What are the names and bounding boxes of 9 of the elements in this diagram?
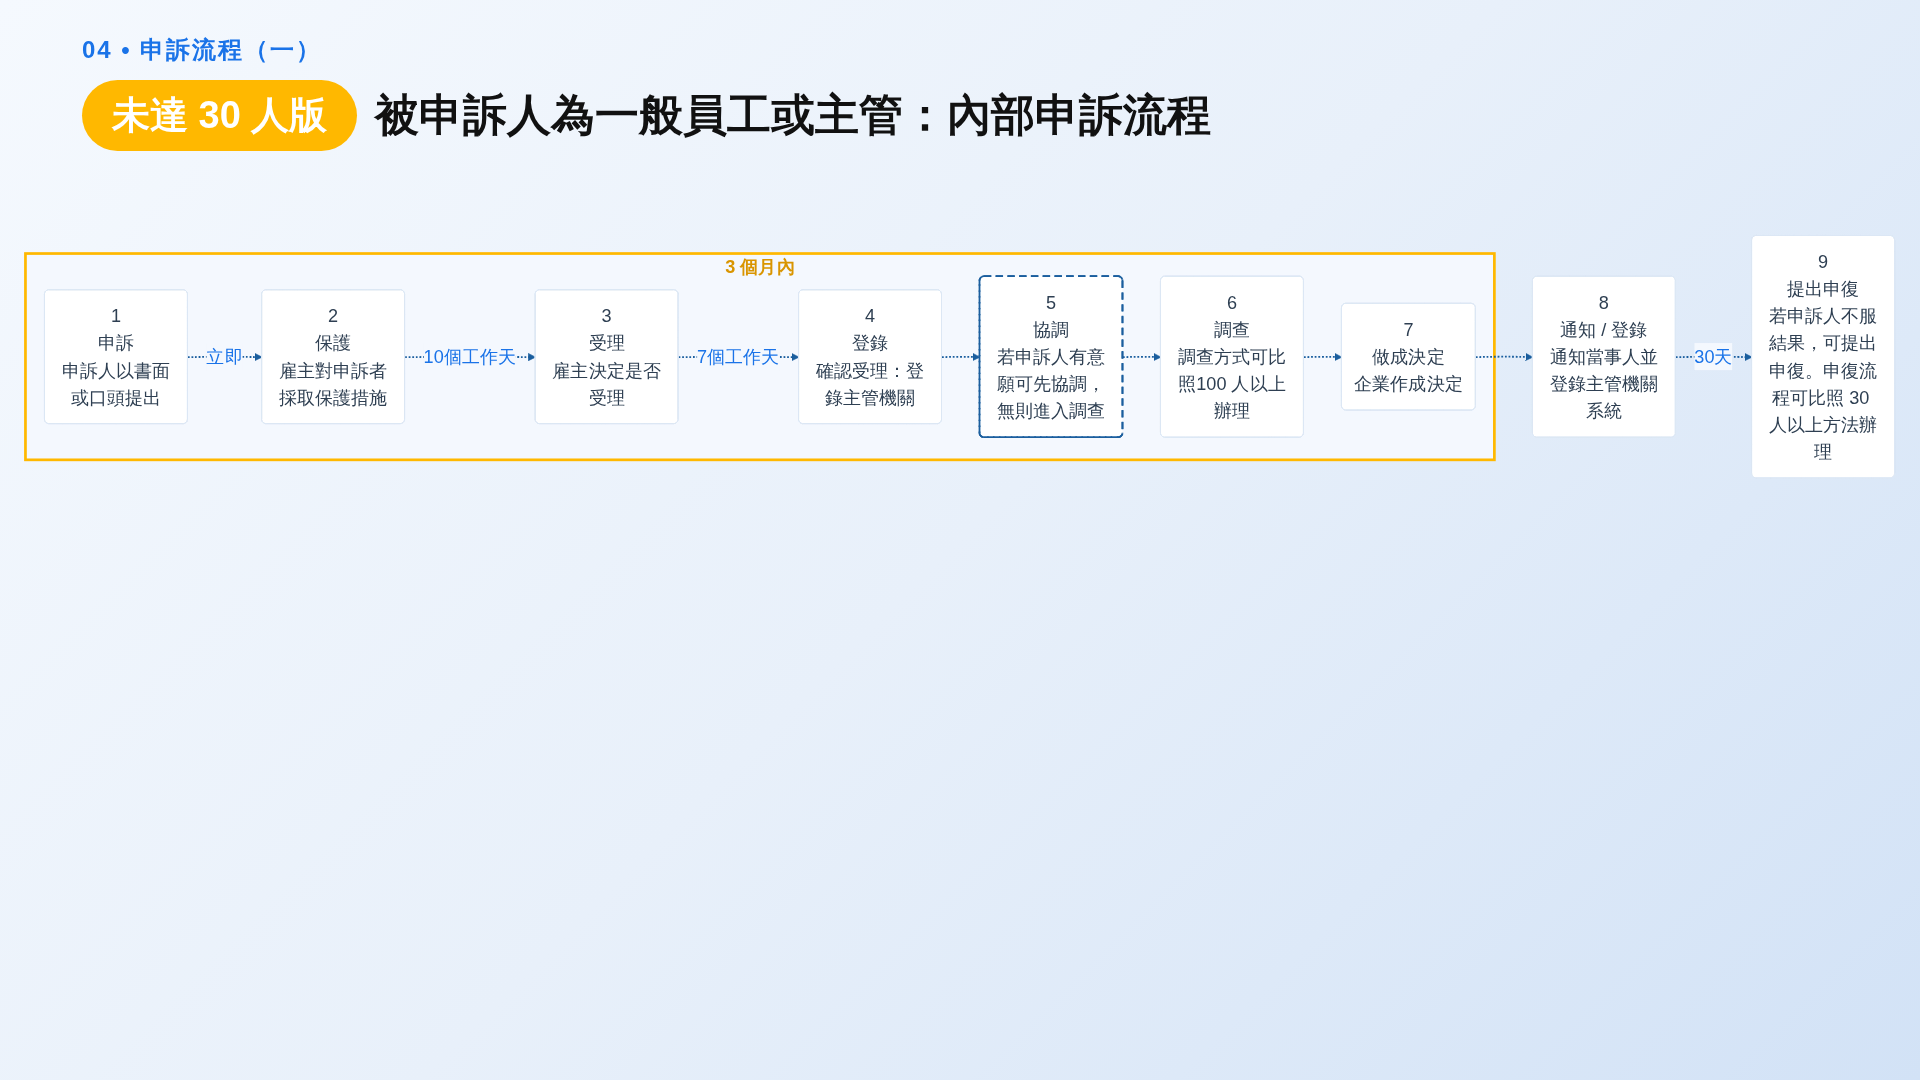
edge-label: 立即 <box>206 346 243 367</box>
arrow <box>1303 353 1343 361</box>
edge-label: 30天 <box>1694 346 1733 367</box>
edge-label: 10個工作天 <box>423 346 517 367</box>
version-badge: 未達 30 人版 <box>82 80 358 151</box>
arrow <box>1474 353 1534 361</box>
page-title: 被申訴人為一般員工或主管：內部申訴流程 <box>375 89 1212 141</box>
edge-label: 7個工作天 <box>697 346 780 367</box>
section-label: 04 • 申訴流程（一） <box>82 35 323 65</box>
